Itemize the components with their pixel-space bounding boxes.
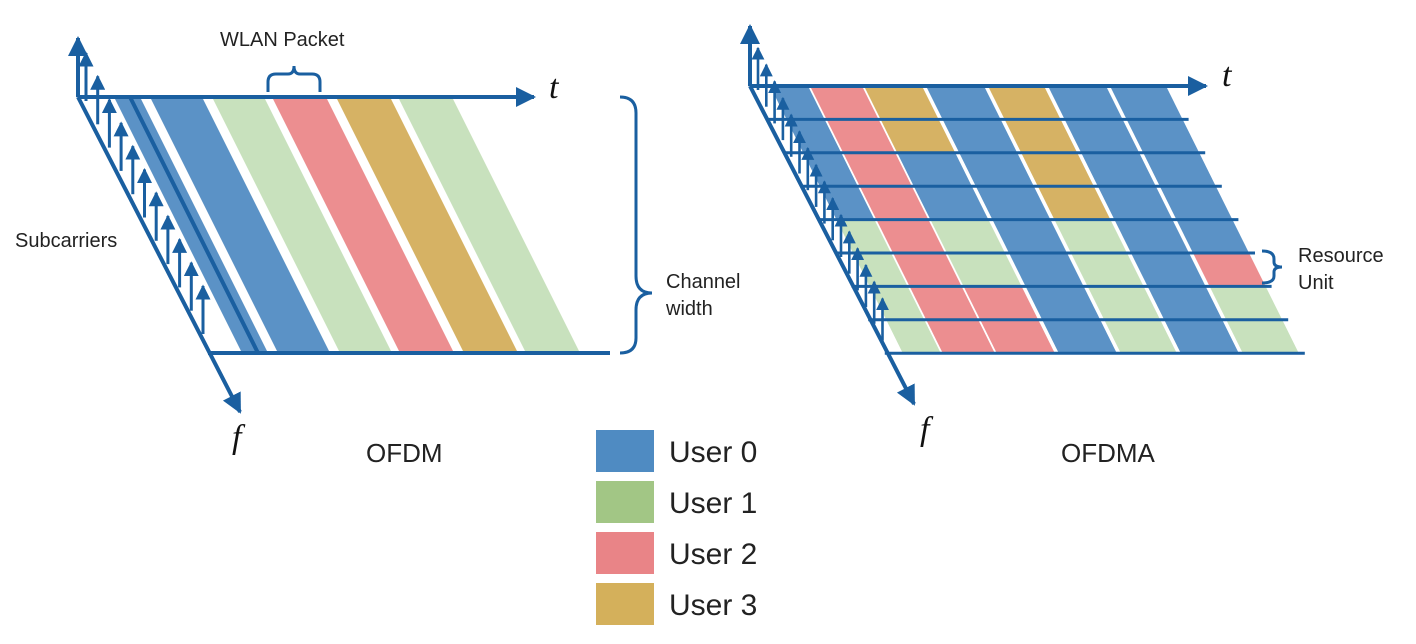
resource-unit <box>1009 253 1084 287</box>
ofdm-packet-band <box>398 97 580 353</box>
channel-width-label-line1: Channel <box>666 271 741 293</box>
resource-unit <box>926 86 1001 120</box>
resource-unit <box>1025 286 1101 320</box>
resource-unit <box>1164 319 1239 354</box>
packet-brace <box>266 65 322 92</box>
ofdm-packet-band <box>114 97 268 353</box>
ofdma-caption: OFDMA <box>1061 438 1156 468</box>
legend: User 0 User 1 User 2 User 3 <box>596 430 757 625</box>
resource-unit <box>963 286 1039 320</box>
resource-unit <box>992 219 1067 253</box>
channel-width-brace <box>619 95 653 355</box>
legend-label: User 2 <box>669 538 757 571</box>
resource-unit <box>1110 86 1183 120</box>
resource-unit <box>1054 219 1127 253</box>
resource-unit <box>880 119 956 153</box>
legend-label: User 3 <box>669 589 757 622</box>
ofdm-packet-band <box>150 97 330 353</box>
resource-unit <box>1131 253 1206 287</box>
resource-unit <box>893 253 962 287</box>
resource-unit <box>1159 186 1233 220</box>
channel-width-label-line2: width <box>665 298 713 320</box>
ofdma-freq-axis-label: f <box>920 411 934 448</box>
resource-unit <box>1114 219 1189 253</box>
ofdm-freq-axis <box>76 96 242 414</box>
resource-unit <box>942 119 1018 153</box>
resource-unit <box>1147 286 1223 320</box>
ofdma-time-axis-label: t <box>1222 57 1233 94</box>
ofdma-freq-axis <box>748 85 916 406</box>
resource-unit <box>1021 152 1094 187</box>
resource-unit <box>975 186 1051 220</box>
resource-unit <box>913 186 989 220</box>
resource-unit <box>1064 119 1140 153</box>
resource-unit <box>1048 86 1123 120</box>
legend-swatch <box>596 430 654 472</box>
resource-unit <box>926 319 995 354</box>
resource-unit <box>1071 253 1144 287</box>
resource-unit <box>826 119 896 153</box>
legend-swatch <box>596 532 654 574</box>
ofdm-caption: OFDM <box>366 438 443 468</box>
resource-unit <box>1104 319 1177 354</box>
ofdm-packet-band <box>212 97 392 353</box>
legend-label: User 1 <box>669 487 757 520</box>
resource-unit <box>1226 319 1299 354</box>
ofdm-axes <box>68 36 610 414</box>
resource-unit-label-line1: Resource <box>1298 245 1384 267</box>
ofdma-subband-lines <box>768 117 1305 355</box>
resource-unit <box>859 186 929 220</box>
resource-unit <box>1143 152 1216 187</box>
resource-unit <box>909 286 979 320</box>
ofdm-band-edge <box>128 96 260 354</box>
resource-unit <box>1126 119 1200 153</box>
legend-swatch <box>596 481 654 523</box>
resource-unit <box>980 319 1055 354</box>
packet-label: WLAN Packet <box>220 29 345 51</box>
resource-unit-brace <box>1261 249 1283 285</box>
resource-unit <box>1087 286 1161 320</box>
resource-unit <box>1042 319 1117 354</box>
subcarriers-label: Subcarriers <box>15 230 117 252</box>
ofdma-axes <box>740 24 1208 406</box>
resource-unit <box>810 86 879 120</box>
ofdma-subcarrier-arrows <box>751 46 889 341</box>
ofdm-time-axis-label: t <box>549 69 560 106</box>
resource-unit <box>1193 253 1266 287</box>
resource-unit-label-line2: Unit <box>1298 272 1334 294</box>
resource-unit <box>843 152 912 187</box>
resource-unit <box>897 152 972 187</box>
ofdm-panel: WLAN Packet Subcarriers Channel width t … <box>15 29 741 468</box>
resource-unit <box>959 152 1034 187</box>
ofdm-packet-band <box>272 97 454 353</box>
resource-unit <box>947 253 1022 287</box>
resource-unit <box>864 86 939 120</box>
resource-unit <box>930 219 1005 253</box>
resource-unit <box>1097 186 1173 220</box>
ofdma-panel: Resource Unit t f OFDMA <box>740 24 1384 468</box>
legend-label: User 0 <box>669 436 757 469</box>
resource-unit <box>876 219 945 253</box>
resource-unit <box>1176 219 1249 253</box>
ofdm-packet-bands <box>114 97 580 353</box>
ofdm-freq-axis-label: f <box>232 419 246 456</box>
legend-swatch <box>596 583 654 625</box>
resource-unit <box>1037 186 1111 220</box>
ofdm-subcarrier-arrows <box>78 51 211 334</box>
resource-unit <box>886 319 941 354</box>
resource-unit <box>1081 152 1156 187</box>
ofdma-resource-grid <box>770 86 1299 354</box>
resource-unit <box>988 86 1061 120</box>
ofdm-packet-band <box>336 97 518 353</box>
resource-unit <box>1209 286 1283 320</box>
resource-unit <box>1004 119 1078 153</box>
